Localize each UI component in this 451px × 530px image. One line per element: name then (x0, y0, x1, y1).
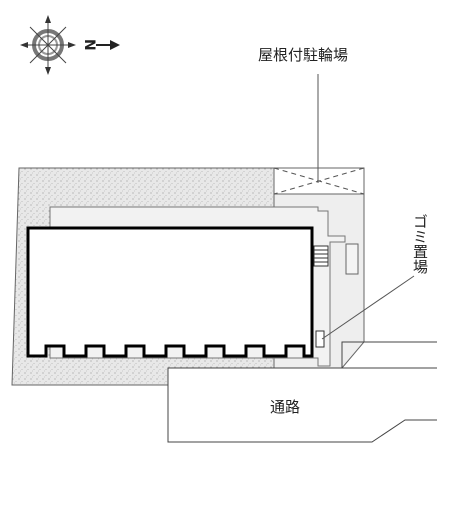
compass-north-letter: N (81, 39, 97, 51)
main-building (26, 226, 314, 358)
staircase (313, 243, 359, 275)
north-arrow-icon (96, 40, 120, 50)
passage-label: 通路 (270, 398, 300, 416)
garbage-area-label: ゴミ置場 (411, 214, 429, 274)
passage-outline (167, 367, 437, 443)
garbage-leader-line (321, 275, 415, 340)
compass-rose-icon (20, 15, 76, 75)
bicycle-parking-label: 屋根付駐輪場 (258, 46, 348, 64)
bicycle-parking-bay (273, 167, 365, 195)
road-edge-top (341, 341, 437, 368)
garbage-area-box (315, 330, 325, 348)
